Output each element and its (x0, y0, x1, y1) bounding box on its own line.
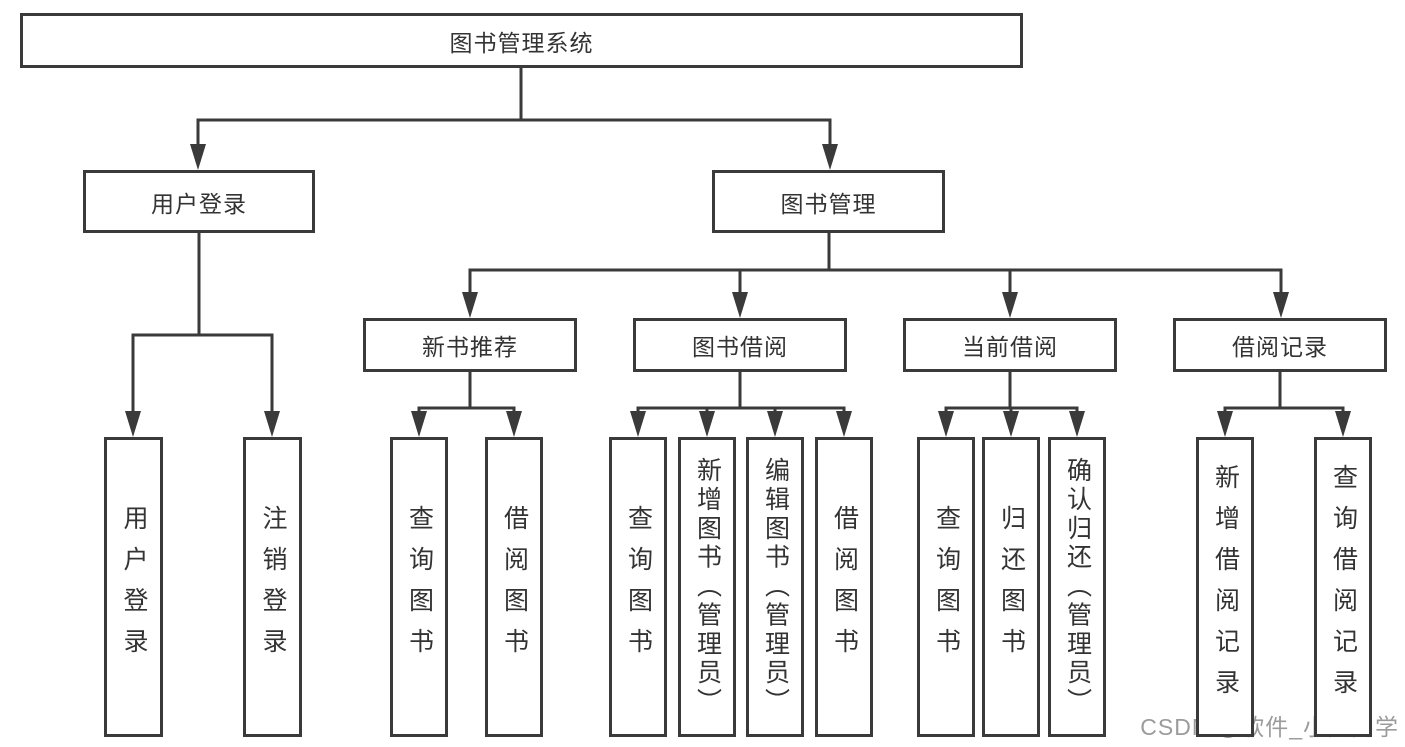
node-leaf-logout: 注销登录 (243, 437, 302, 737)
arrowhead-icon (1273, 292, 1289, 318)
node-label: 用户登录 (120, 505, 148, 669)
arrowhead-icon (767, 411, 783, 437)
node-label: 注销登录 (259, 505, 287, 669)
arrowhead-icon (822, 144, 838, 170)
arrowhead-icon (264, 411, 280, 437)
node-book-borrow: 图书借阅 (633, 318, 847, 372)
node-current-borrow: 当前借阅 (903, 318, 1117, 372)
node-label: 图书管理 (780, 190, 877, 217)
node-label: 查询图书 (405, 505, 434, 669)
node-label: 查询图书 (932, 505, 961, 669)
node-label: 归还图书 (997, 505, 1026, 669)
node-leaf-query-book-rec: 查询图书 (390, 437, 448, 737)
arrowhead-icon (506, 411, 522, 437)
node-leaf-query-borrow-record: 查询借阅记录 (1314, 437, 1372, 737)
node-leaf-return-book: 归还图书 (982, 437, 1040, 737)
arrowhead-icon (1069, 411, 1085, 437)
node-label: 查询图书 (624, 505, 653, 669)
arrowhead-icon (836, 411, 852, 437)
arrowhead-icon (630, 411, 646, 437)
node-new-book-rec: 新书推荐 (363, 318, 577, 372)
node-label: 新增借阅记录 (1211, 464, 1240, 710)
node-leaf-edit-book-admin: 编辑图书（管理员） (746, 437, 804, 737)
arrowhead-icon (732, 292, 748, 318)
arrowhead-icon (699, 411, 715, 437)
node-leaf-add-borrow-record: 新增借阅记录 (1196, 437, 1254, 737)
node-leaf-user-login: 用户登录 (104, 437, 163, 737)
node-label: 新增图书（管理员） (693, 457, 722, 717)
node-label: 图书管理系统 (449, 29, 594, 56)
node-label: 借阅图书 (830, 505, 859, 669)
arrowhead-icon (190, 144, 206, 170)
node-leaf-query-book-borrow: 查询图书 (609, 437, 667, 737)
node-book-mgmt: 图书管理 (712, 170, 945, 233)
node-label: 编辑图书（管理员） (761, 457, 790, 717)
node-label: 图书借阅 (692, 334, 788, 360)
node-label: 确认归还（管理员） (1063, 457, 1092, 717)
node-root: 图书管理系统 (20, 13, 1023, 68)
arrowhead-icon (1217, 411, 1233, 437)
node-label: 用户登录 (151, 190, 247, 217)
node-label: 借阅图书 (500, 505, 529, 669)
node-leaf-add-book-admin: 新增图书（管理员） (678, 437, 736, 737)
node-label: 当前借阅 (962, 334, 1058, 360)
arrowhead-icon (938, 411, 954, 437)
arrowhead-icon (411, 411, 427, 437)
arrowhead-icon (1003, 411, 1019, 437)
node-leaf-confirm-return-admin: 确认归还（管理员） (1048, 437, 1106, 737)
node-label: 新书推荐 (422, 334, 518, 360)
arrowhead-icon (1002, 292, 1018, 318)
arrowhead-icon (125, 411, 141, 437)
node-leaf-query-book-current: 查询图书 (917, 437, 975, 737)
node-leaf-borrow-book-rec: 借阅图书 (485, 437, 543, 737)
node-label: 借阅记录 (1232, 334, 1328, 360)
node-leaf-borrow-book: 借阅图书 (815, 437, 873, 737)
node-borrow-record: 借阅记录 (1173, 318, 1387, 372)
arrowhead-icon (462, 292, 478, 318)
node-user-login: 用户登录 (83, 170, 315, 233)
node-label: 查询借阅记录 (1329, 464, 1358, 710)
arrowhead-icon (1335, 411, 1351, 437)
